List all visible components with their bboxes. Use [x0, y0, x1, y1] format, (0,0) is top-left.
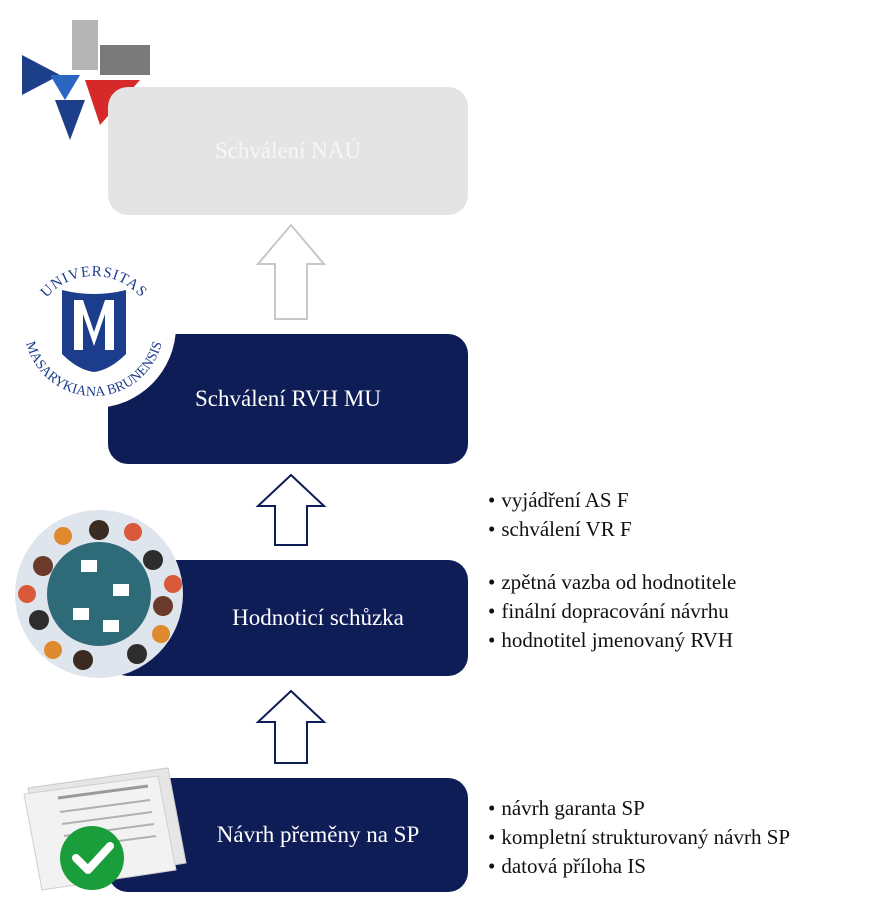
arrow-up-icon: [255, 689, 327, 764]
approved-documents-icon: [23, 767, 187, 891]
step-label: Schválení NAÚ: [214, 138, 362, 163]
step-label: Schválení RVH MU: [195, 386, 381, 411]
arrow-up-icon: [255, 223, 327, 320]
note-item: finální dopracování návrhu: [488, 597, 736, 626]
note-item: vyjádření AS F: [488, 486, 632, 515]
note-item: zpětná vazba od hodnotitele: [488, 568, 736, 597]
mu-seal-logo: UNIVERSITAS MASARYKIANA BRUNENSIS: [12, 244, 176, 408]
step-label: Návrh přeměny na SP: [216, 822, 420, 847]
note-item: hodnotitel jmenovaný RVH: [488, 626, 736, 655]
note-item: kompletní strukturovaný návrh SP: [488, 823, 790, 852]
step-rvh-approval: Schválení RVH MU: [108, 334, 468, 464]
note-item: schválení VR F: [488, 515, 631, 544]
proposal-notes: návrh garanta SP kompletní strukturovaný…: [488, 794, 790, 881]
note-item: návrh garanta SP: [488, 794, 790, 823]
step-nau-approval: Schválení NAÚ: [108, 87, 468, 215]
meeting-notes: zpětná vazba od hodnotitele finální dopr…: [488, 568, 736, 655]
meeting-table-icon: [15, 510, 183, 678]
note-item: datová příloha IS: [488, 852, 790, 881]
rvh-notes: vyjádření AS F schválení VR F: [488, 486, 632, 544]
arrow-up-icon: [255, 473, 327, 546]
step-label: Hodnoticí schůzka: [232, 605, 404, 630]
